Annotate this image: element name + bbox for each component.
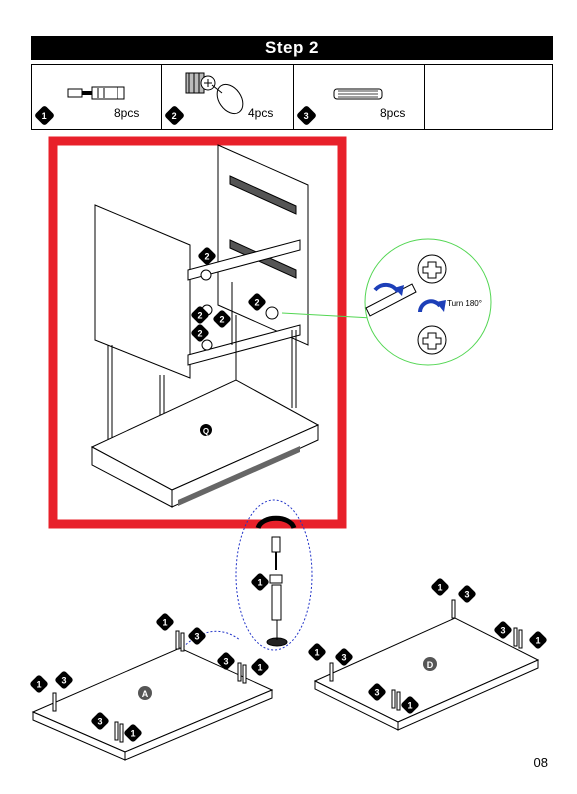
svg-text:2: 2 — [254, 298, 259, 308]
turn-label: Turn 180° — [447, 299, 482, 308]
svg-text:1: 1 — [407, 701, 412, 711]
bolt-markers-a — [52, 630, 247, 743]
cam-lock — [201, 339, 213, 351]
part-badge: 1 — [29, 674, 49, 694]
part-badge: 1 — [307, 642, 327, 662]
cam-lock-icon — [185, 72, 244, 115]
part-badge: 3 — [367, 682, 387, 702]
svg-text:2: 2 — [197, 311, 202, 321]
svg-text:3: 3 — [341, 653, 346, 663]
svg-text:1: 1 — [130, 729, 135, 739]
svg-text:3: 3 — [464, 590, 469, 600]
cross-bar-front — [187, 239, 301, 281]
parts-table: 1 8pcs 2 4pcs 3 8pcs — [31, 64, 553, 130]
side-panel-right — [217, 144, 309, 346]
part-badge: 1 — [430, 577, 450, 597]
svg-text:1: 1 — [36, 680, 41, 690]
svg-text:1: 1 — [257, 663, 262, 673]
part-cell-cam-bolt: 1 8pcs — [32, 65, 162, 129]
svg-text:1: 1 — [257, 578, 262, 588]
bottom-panel-label: A — [142, 689, 149, 699]
part-badge: 3 — [457, 584, 477, 604]
rail-upper — [229, 175, 297, 215]
part-quantity: 4pcs — [248, 106, 274, 120]
cam-bolt-detail — [271, 584, 282, 621]
part-badge: 2 — [247, 292, 267, 312]
page-number: 08 — [533, 755, 548, 770]
part-badge: 3 — [334, 647, 354, 667]
cam-bolt-icon — [67, 86, 125, 100]
bottom-panel — [31, 647, 274, 753]
svg-text:1: 1 — [437, 583, 442, 593]
part-badge: 1 — [123, 723, 143, 743]
part-badge: 2 — [197, 246, 217, 266]
part-badge: 2 — [190, 323, 210, 343]
part-cell-cam-lock: 2 4pcs — [162, 65, 294, 129]
svg-text:3: 3 — [500, 626, 505, 636]
svg-text:3: 3 — [374, 688, 379, 698]
part-badge: 1 — [250, 572, 270, 592]
part-quantity: 8pcs — [114, 106, 140, 120]
part-badge: 3 — [187, 626, 207, 646]
side-panel-left — [94, 204, 191, 379]
zoom-detail-ellipse — [235, 499, 313, 651]
svg-text:3: 3 — [194, 632, 199, 642]
part-badge: 3 — [216, 651, 236, 671]
step-title: Step 2 — [31, 36, 553, 60]
part-badge: 3 — [90, 711, 110, 731]
rotation-arrow-icon — [255, 515, 297, 530]
cam-lock — [265, 306, 279, 320]
cross-bar-bottom — [187, 324, 301, 366]
svg-text:3: 3 — [97, 717, 102, 727]
part-badge: 1 — [250, 657, 270, 677]
highlight-frame — [48, 136, 347, 529]
svg-text:3: 3 — [61, 676, 66, 686]
part-badge: 3 — [493, 620, 513, 640]
cam-lock — [200, 269, 212, 281]
top-panel-label: D — [427, 660, 434, 670]
part-badge: 2 — [190, 305, 210, 325]
part-badge: 1 — [400, 695, 420, 715]
svg-text:2: 2 — [204, 252, 209, 262]
wooden-dowel-icon — [333, 88, 383, 100]
part-badge: 1 — [155, 612, 175, 632]
svg-text:2: 2 — [219, 315, 224, 325]
part-cell-dowel: 3 8pcs — [294, 65, 425, 129]
part-badge: 2 — [212, 309, 232, 329]
bolt-markers-d — [329, 599, 523, 711]
svg-text:1: 1 — [535, 636, 540, 646]
svg-text:1: 1 — [314, 648, 319, 658]
part-badge: 3 — [54, 670, 74, 690]
svg-text:2: 2 — [197, 329, 202, 339]
svg-text:1: 1 — [162, 618, 167, 628]
base-label: Q — [203, 427, 209, 436]
svg-text:3: 3 — [223, 657, 228, 667]
part-quantity: 8pcs — [380, 106, 406, 120]
part-badge: 1 — [528, 630, 548, 650]
